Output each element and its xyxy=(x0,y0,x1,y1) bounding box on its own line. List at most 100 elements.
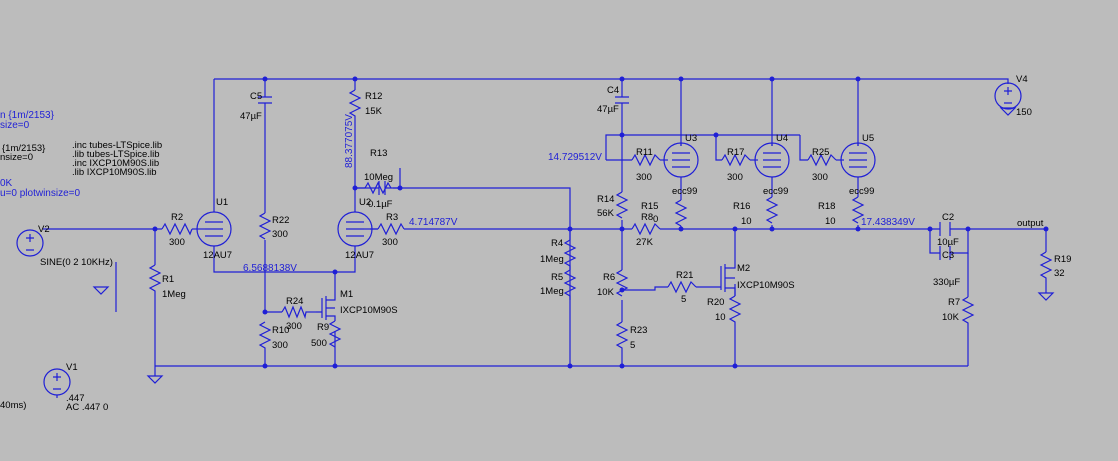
resistor-r9 xyxy=(328,320,342,348)
r4-value: 1Meg xyxy=(540,254,564,265)
r19-name: R19 xyxy=(1054,254,1071,265)
r19-value: 32 xyxy=(1054,268,1065,279)
include-line-1: .inc tubes-LTSpice.lib xyxy=(72,140,162,151)
mosfets xyxy=(316,260,736,321)
tube-u3 xyxy=(663,142,699,178)
m1-name: M1 xyxy=(340,289,353,300)
capacitor-c13 xyxy=(355,181,400,195)
r8-name: R8 xyxy=(641,212,653,223)
directive-frag-3: {1m/2153} xyxy=(2,143,45,154)
net-labels: 88.377075V 14.729512V 4.714787V 6.568813… xyxy=(243,114,1044,274)
directive-frag-2: size=0 xyxy=(0,120,30,131)
r18-name: R18 xyxy=(818,201,835,212)
mosfet-m2 xyxy=(716,260,736,296)
mosfet-m1 xyxy=(316,291,336,321)
resistor-r8 xyxy=(631,222,661,236)
source-v1 xyxy=(43,368,71,396)
v4-name: V4 xyxy=(1016,74,1028,85)
resistors xyxy=(148,89,1053,352)
resistor-r4 xyxy=(563,239,577,270)
resistor-r6 xyxy=(615,269,629,297)
ground-symbols xyxy=(93,107,1054,384)
r8-value: 27K xyxy=(636,237,654,248)
directive-frag-6: u=0 plotwinsize=0 xyxy=(0,188,80,199)
r7-value: 10K xyxy=(942,312,960,323)
tube-u5 xyxy=(840,142,876,178)
r23-value: 5 xyxy=(630,340,635,351)
directive-frag-5: 0K xyxy=(0,178,13,189)
net-label-3: 4.714787V xyxy=(409,217,458,228)
u3-name: U3 xyxy=(685,133,697,144)
r13-name: R13 xyxy=(370,148,387,159)
r10-value: 300 xyxy=(272,340,288,351)
resistor-r15 xyxy=(674,199,688,227)
r16-name: R16 xyxy=(733,201,750,212)
resistor-r13 xyxy=(364,181,392,195)
sources xyxy=(16,82,1022,396)
m2-name: M2 xyxy=(737,263,750,274)
r15-value: 0 xyxy=(653,214,658,225)
tubes xyxy=(196,142,876,248)
c5-value: 47µF xyxy=(240,111,262,122)
c4-value: 47µF xyxy=(597,104,619,115)
resistor-r10 xyxy=(258,321,272,352)
c2-name: C2 xyxy=(942,212,954,223)
r3-value: 300 xyxy=(382,237,398,248)
resistor-r7 xyxy=(961,296,975,327)
capacitors xyxy=(258,96,951,260)
r2-value: 300 xyxy=(169,237,185,248)
r15-name: R15 xyxy=(641,201,658,212)
c3-value: 330µF xyxy=(933,277,960,288)
resistor-r2 xyxy=(161,222,193,236)
capacitor-c2 xyxy=(939,222,951,236)
capacitor-c4 xyxy=(615,96,629,104)
u1-name: U1 xyxy=(216,197,228,208)
r12-value: 15K xyxy=(365,106,383,117)
r22-name: R22 xyxy=(272,215,289,226)
v1-name: V1 xyxy=(66,362,78,373)
r13-value: 10Meg xyxy=(364,172,393,183)
r22-value: 300 xyxy=(272,229,288,240)
include-line-4: .lib IXCP10M90S.lib xyxy=(72,167,156,178)
resistor-r1 xyxy=(148,264,162,297)
resistor-r12 xyxy=(348,89,362,123)
r1-value: 1Meg xyxy=(162,289,186,300)
u4-value: ecc99 xyxy=(763,186,788,197)
r21-name: R21 xyxy=(676,270,693,281)
u5-name: U5 xyxy=(862,133,874,144)
r20-value: 10 xyxy=(715,312,726,323)
u5-value: ecc99 xyxy=(849,186,874,197)
v1-value: .447 xyxy=(66,393,85,404)
resistor-r22 xyxy=(258,212,272,240)
r24-value: 300 xyxy=(286,321,302,332)
tube-u2 xyxy=(337,205,378,248)
c4-name: C4 xyxy=(607,85,619,96)
r17-value: 300 xyxy=(727,172,743,183)
directive-frag-7: 40ms) xyxy=(0,400,26,411)
source-v4 xyxy=(994,82,1022,110)
resistor-r3 xyxy=(377,222,405,236)
r14-value: 56K xyxy=(597,208,615,219)
directive-texts: n {1m/2153} size=0 {1m/2153} nsize=0 0K … xyxy=(0,110,162,411)
r4-name: R4 xyxy=(551,238,563,249)
r17-name: R17 xyxy=(727,147,744,158)
resistor-r18 xyxy=(851,196,865,224)
directive-frag-1: n {1m/2153} xyxy=(0,110,55,121)
r20-name: R20 xyxy=(707,297,724,308)
resistor-r21 xyxy=(667,280,697,294)
resistor-r19 xyxy=(1039,251,1053,282)
c3-name: C3 xyxy=(942,250,954,261)
wires xyxy=(46,78,1047,398)
r5-name: R5 xyxy=(551,272,563,283)
r6-value: 10K xyxy=(597,287,615,298)
r16-value: 10 xyxy=(741,216,752,227)
resistor-r20 xyxy=(728,295,742,326)
r10-name: R10 xyxy=(272,325,289,336)
r23-name: R23 xyxy=(630,325,647,336)
c2-value: 10µF xyxy=(937,237,959,248)
directive-frag-4: nsize=0 xyxy=(0,152,33,163)
m2-value: IXCP10M90S xyxy=(737,280,795,291)
c5-name: C5 xyxy=(250,91,262,102)
